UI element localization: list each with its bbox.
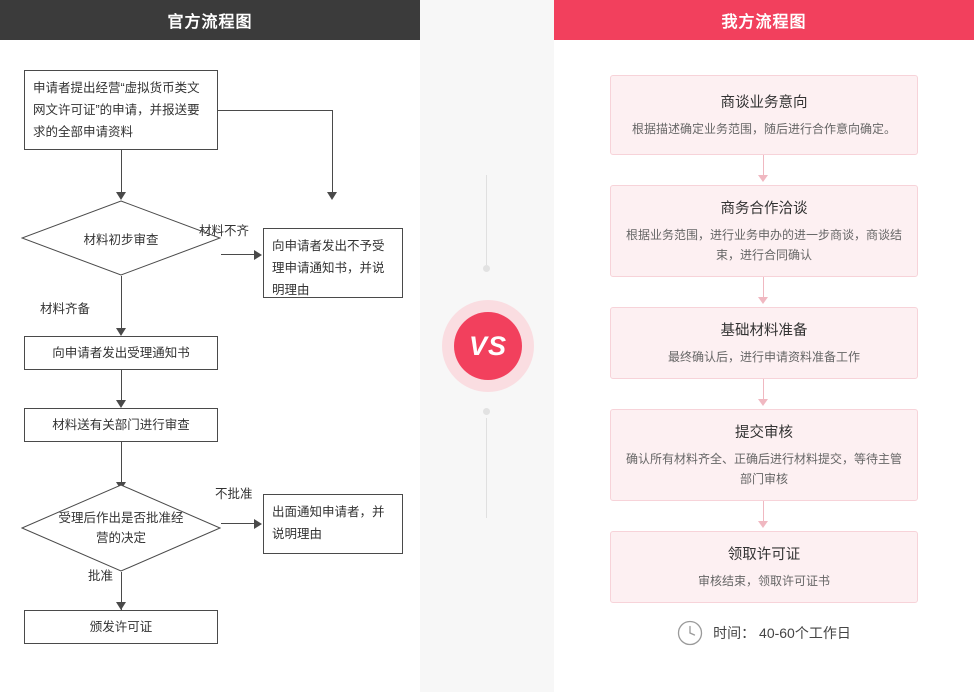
- vs-badge-label: VS: [454, 312, 522, 380]
- arrowhead-apply-to-reject: [327, 192, 337, 200]
- flow-node-apply: 申请者提出经营“虚拟货币类文网文许可证”的申请，并报送要求的全部申请资料: [24, 70, 218, 150]
- our-step-4-title: 提交审核: [735, 425, 793, 441]
- clock-icon: [677, 620, 703, 646]
- connector-decision-to-issue: [121, 572, 122, 610]
- flow-node-issue-licence: 颁发许可证: [24, 610, 218, 644]
- our-process-panel: 我方流程图 商谈业务意向 根据描述确定业务范围，随后进行合作意向确定。 商务合作…: [554, 0, 974, 692]
- edge-label-approved: 批准: [88, 569, 114, 583]
- our-step-3-title: 基础材料准备: [720, 323, 808, 339]
- our-connector-3: [763, 379, 764, 402]
- arrowhead-decision-to-issue: [116, 602, 126, 610]
- arrowhead-decision-to-deny: [254, 519, 262, 529]
- arrowhead-apply-to-review: [116, 192, 126, 200]
- arrowhead-accept-to-dept: [116, 400, 126, 408]
- our-connector-1: [763, 155, 764, 178]
- vs-badge: VS: [442, 300, 534, 392]
- connector-dept-to-decision: [121, 442, 122, 486]
- our-step-1: 商谈业务意向 根据描述确定业务范围，随后进行合作意向确定。: [610, 75, 918, 155]
- flow-node-dept-review: 材料送有关部门进行审查: [24, 408, 218, 442]
- our-connector-4: [763, 501, 764, 524]
- our-step-2: 商务合作洽谈 根据业务范围，进行业务申办的进一步商谈，商谈结束，进行合同确认: [610, 185, 918, 277]
- flow-node-reject-notice: 向申请者发出不予受理申请通知书，并说明理由: [263, 228, 403, 298]
- connector-review-to-reject: [221, 254, 257, 255]
- right-flowchart: 商谈业务意向 根据描述确定业务范围，随后进行合作意向确定。 商务合作洽谈 根据业…: [554, 40, 974, 692]
- our-arrowhead-1: [758, 175, 768, 182]
- our-arrowhead-2: [758, 297, 768, 304]
- connector-apply-to-review: [121, 150, 122, 196]
- processing-time-row: 时间： 40-60个工作日: [554, 620, 974, 646]
- flow-decision-first-review: 材料初步审查: [21, 200, 221, 276]
- left-flowchart: 申请者提出经营“虚拟货币类文网文许可证”的申请，并报送要求的全部申请资料 材料初…: [0, 40, 420, 692]
- processing-time-label: 时间： 40-60个工作日: [713, 625, 851, 641]
- our-step-3-desc: 最终确认后，进行申请资料准备工作: [667, 350, 860, 364]
- our-step-3: 基础材料准备 最终确认后，进行申请资料准备工作: [610, 307, 918, 379]
- divider-dot-top: [483, 265, 490, 272]
- edge-label-not-approved: 不批准: [215, 487, 253, 501]
- our-step-5: 领取许可证 审核结束，领取许可证书: [610, 531, 918, 603]
- connector-apply-to-reject-v: [332, 110, 333, 198]
- our-step-2-desc: 根据业务范围，进行业务申办的进一步商谈，商谈结束，进行合同确认: [625, 228, 902, 262]
- official-process-panel: 官方流程图 申请者提出经营“虚拟货币类文网文许可证”的申请，并报送要求的全部申请…: [0, 0, 420, 692]
- edge-label-incomplete: 材料不齐: [199, 224, 250, 238]
- our-arrowhead-3: [758, 399, 768, 406]
- divider-line-top: [486, 175, 487, 265]
- our-step-4: 提交审核 确认所有材料齐全、正确后进行材料提交，等待主管部门审核: [610, 409, 918, 501]
- our-connector-2: [763, 277, 764, 300]
- our-step-1-desc: 根据描述确定业务范围，随后进行合作意向确定。: [631, 122, 896, 136]
- diamond-shape-icon: [21, 484, 221, 572]
- connector-decision-to-deny: [221, 523, 257, 524]
- arrowhead-review-to-accept: [116, 328, 126, 336]
- connector-accept-to-dept: [121, 370, 122, 404]
- our-step-2-title: 商务合作洽谈: [720, 201, 808, 217]
- connector-review-to-accept: [121, 276, 122, 332]
- edge-label-complete: 材料齐备: [40, 302, 91, 316]
- flow-node-deny-notice: 出面通知申请者，并说明理由: [263, 494, 403, 554]
- our-step-1-title: 商谈业务意向: [720, 95, 808, 111]
- flow-decision-approval-label: 受理后作出是否批准经营的决定: [58, 511, 184, 545]
- left-panel-header: 官方流程图: [0, 0, 420, 40]
- diamond-shape-icon: [21, 200, 221, 276]
- vs-divider: VS: [420, 0, 554, 692]
- our-step-5-desc: 审核结束，领取许可证书: [697, 574, 830, 588]
- connector-apply-to-reject-h: [218, 110, 333, 111]
- our-arrowhead-4: [758, 521, 768, 528]
- divider-dot-bottom: [483, 408, 490, 415]
- flow-decision-approval: 受理后作出是否批准经营的决定: [21, 484, 221, 572]
- our-step-5-title: 领取许可证: [727, 547, 801, 563]
- flow-node-accept-notice: 向申请者发出受理通知书: [24, 336, 218, 370]
- divider-line-bottom: [486, 418, 487, 518]
- right-panel-header: 我方流程图: [554, 0, 974, 40]
- arrowhead-review-to-reject: [254, 250, 262, 260]
- our-step-4-desc: 确认所有材料齐全、正确后进行材料提交，等待主管部门审核: [625, 452, 902, 486]
- flow-decision-first-review-label: 材料初步审查: [83, 232, 159, 247]
